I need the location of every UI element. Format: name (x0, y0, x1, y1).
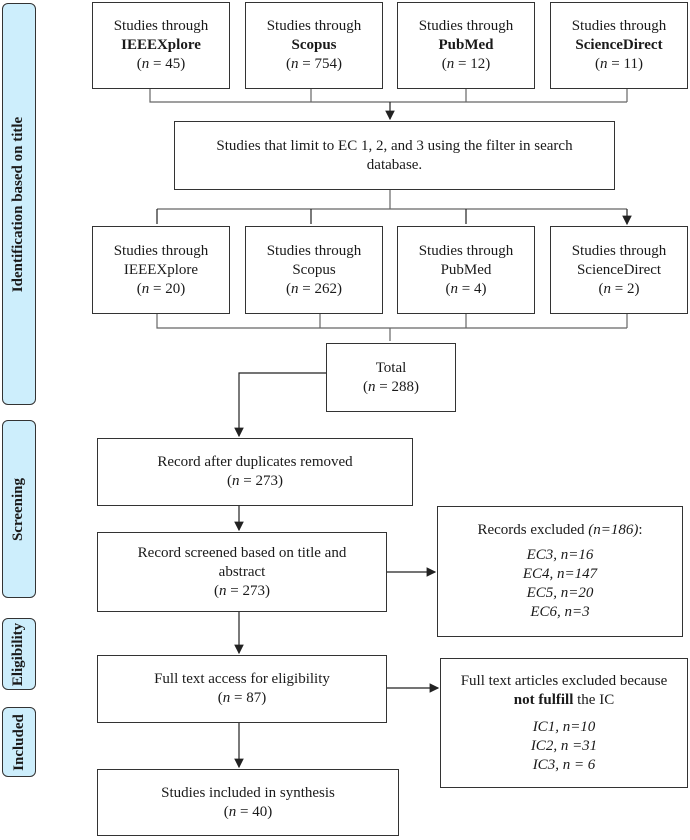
phase-identification: Identification based on title (2, 3, 36, 405)
box-screened: Record screened based on title and abstr… (97, 532, 387, 612)
box-filter: Studies that limit to EC 1, 2, and 3 usi… (174, 121, 615, 190)
box-fulltext-eligibility: Full text access for eligibility(n = 87) (97, 655, 387, 723)
phase-eligibility: Eligibility (2, 618, 36, 690)
box-included: Studies included in synthesis(n = 40) (97, 769, 399, 836)
box-duplicates-removed: Record after duplicates removed(n = 273) (97, 438, 413, 506)
box-fulltext-excluded: Full text articles excluded because not … (440, 658, 688, 788)
box-total: Total(n = 288) (326, 343, 456, 412)
phase-screening: Screening (2, 420, 36, 598)
phase-included: Included (2, 707, 36, 777)
